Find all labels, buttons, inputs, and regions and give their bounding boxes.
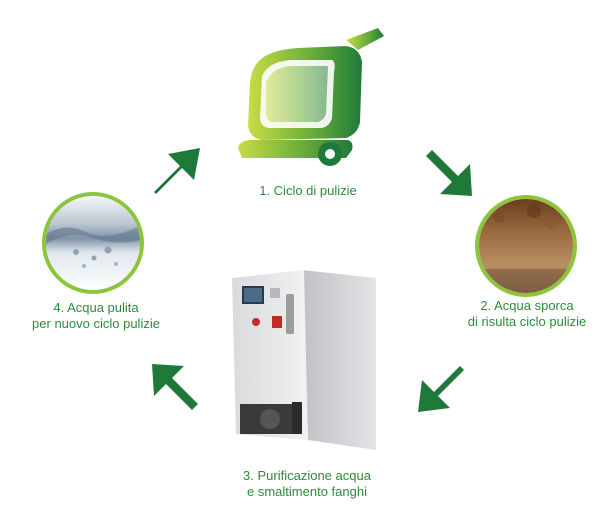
step-4-line-1: 4. Acqua pulita [53,300,139,315]
step-2-line-1: 2. Acqua sporca [480,298,574,313]
floor-scrubber-icon [228,22,388,172]
step-3-line-2: e smaltimento fanghi [247,484,367,499]
purification-unit-photo [226,264,386,454]
dirty-water-photo [475,195,577,297]
step-3-line-1: 3. Purificazione acqua [243,468,371,483]
arrow-up-left-icon [152,364,200,410]
step-2-line-2: di risulta ciclo pulizie [467,314,587,329]
step-4-line-2: per nuovo ciclo pulizie [32,316,160,331]
step-2-label: 2. Acqua sporca di risulta ciclo pulizie [452,298,602,330]
step-3-label: 3. Purificazione acqua e smaltimento fan… [205,468,409,500]
arrow-up-right-icon [154,148,200,200]
step-1-label: 1. Ciclo di pulizie [259,183,357,198]
arrow-down-right-icon [424,150,472,196]
step-4-label: 4. Acqua pulita per nuovo ciclo pulizie [10,300,182,332]
clean-water-photo [42,192,144,294]
arrow-down-left-icon [418,362,464,412]
